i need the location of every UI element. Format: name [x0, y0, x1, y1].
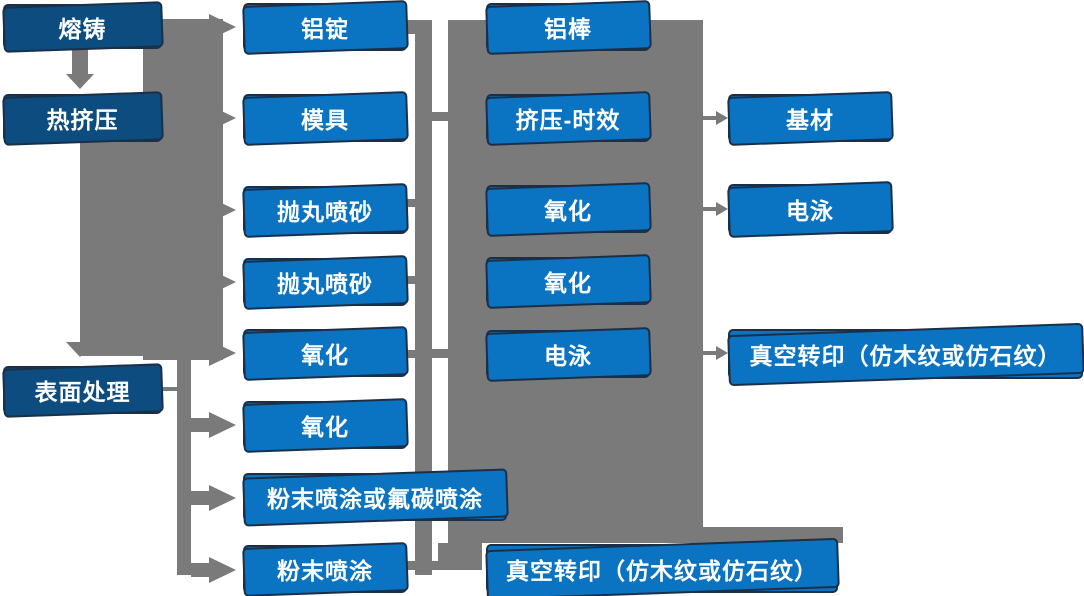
arrowhead-down-surface-treatment [66, 342, 94, 357]
node-vacuum-transfer-bottom: 真空转印（仿木纹或仿石纹） [486, 544, 838, 593]
shaft-to-base-material [703, 116, 716, 120]
arrowhead-base-material [716, 111, 728, 125]
arrowhead-mold [209, 105, 236, 131]
node-aluminum-ingot: 铝锭 [243, 3, 407, 51]
connector-melt-to-extrusion-stem [72, 49, 88, 75]
node-vacuum-transfer-right: 真空转印（仿木纹或仿石纹） [728, 329, 1083, 379]
node-oxidation-b: 氧化 [243, 401, 407, 449]
node-powder-coating: 粉末喷涂 [243, 545, 407, 593]
connector-arm-oxidation-b [191, 418, 210, 432]
arrowhead-oxidation-a [209, 340, 236, 366]
arrowhead-aluminum-ingot [209, 14, 236, 40]
bridge-bar-to-block-row5 [432, 349, 448, 358]
stub-shot-blast-2-to-bar [405, 276, 417, 284]
arrowhead-powder-coating [209, 557, 236, 583]
node-mold: 模具 [243, 94, 407, 142]
arrowhead-down-hot-extrusion [66, 74, 94, 89]
node-shot-blast-1: 抛丸喷砂 [243, 186, 407, 234]
arrowhead-powder-fluorocarbon [209, 485, 236, 511]
connector-mid-collector-bar [415, 20, 432, 575]
node-oxidation-d: 氧化 [486, 257, 650, 305]
arrowhead-electrophoresis-b [716, 202, 728, 216]
connector-surface-stub [162, 387, 177, 391]
node-surface-treatment: 表面处理 [3, 366, 162, 414]
node-aluminum-rod: 铝棒 [486, 3, 650, 51]
bridge-bar-to-block-row2 [432, 112, 448, 121]
node-melt-cast: 熔铸 [3, 4, 162, 49]
node-electrophoresis-a: 电泳 [486, 330, 650, 378]
node-extrusion-aging: 挤压-时效 [486, 94, 650, 142]
connector-main-block-left [80, 142, 223, 356]
connector-arm-powder-fluorocarbon [191, 491, 210, 505]
node-base-material: 基材 [728, 94, 892, 142]
connector-right-block-bottom-lobe [438, 543, 482, 570]
arrowhead-shot-blast-1 [209, 197, 236, 223]
stub-powder-coating-to-bar [404, 561, 417, 570]
node-hot-extrusion: 热挤压 [3, 94, 162, 142]
stub-oxidation-a-to-bar [405, 350, 417, 358]
node-shot-blast-2: 抛丸喷砂 [243, 258, 407, 306]
arrowhead-oxidation-b [209, 412, 236, 438]
arrowhead-vacuum-transfer-right [716, 346, 728, 360]
node-powder-or-fluorocarbon: 粉末喷涂或氟碳喷涂 [243, 473, 507, 521]
shaft-to-vacuum-transfer-right [703, 351, 716, 355]
connector-surface-branch-bar [177, 356, 191, 575]
stub-shot-blast-1-to-bar [405, 199, 417, 207]
node-electrophoresis-b: 电泳 [728, 184, 892, 234]
connector-arm-to-ingot [158, 19, 210, 34]
arrowhead-shot-blast-2 [209, 269, 236, 295]
node-oxidation-c: 氧化 [486, 185, 650, 233]
connector-arm-powder-coating [191, 563, 210, 577]
shaft-to-electrophoresis-b [703, 207, 716, 211]
node-oxidation-a: 氧化 [243, 329, 407, 377]
